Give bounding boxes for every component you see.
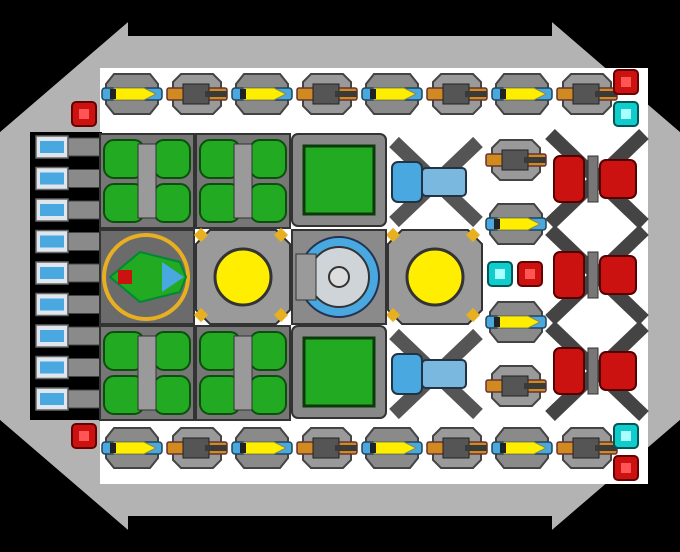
thruster-7[interactable] — [35, 324, 101, 348]
cyan-node-mid[interactable] — [487, 261, 513, 287]
missile-launcher-bottom-3[interactable] — [231, 427, 293, 469]
fuel-tank-3[interactable] — [99, 325, 195, 421]
thruster-1[interactable] — [35, 135, 101, 159]
cannon-turret-top-8[interactable] — [556, 73, 618, 115]
fuel-tank-2[interactable] — [195, 133, 291, 229]
heavy-gun-1[interactable] — [545, 128, 649, 230]
cargo-bay-1[interactable] — [291, 133, 387, 227]
thruster-2[interactable] — [35, 166, 101, 191]
thruster-6[interactable] — [35, 292, 101, 317]
missile-launcher-top-7[interactable] — [491, 73, 553, 115]
cannon-turret-bottom-8[interactable] — [556, 427, 618, 469]
cannon-turret-bottom-4[interactable] — [296, 427, 358, 469]
cannon-turret-right-1[interactable] — [485, 139, 547, 181]
missile-launcher-right-2[interactable] — [485, 203, 547, 245]
fuel-tank-1[interactable] — [99, 133, 195, 229]
missile-launcher-right-3[interactable] — [485, 301, 547, 343]
red-node-bl[interactable] — [71, 423, 97, 449]
reactor-2[interactable] — [385, 227, 483, 325]
heavy-gun-3[interactable] — [545, 320, 649, 422]
hull-notch-tl — [0, 0, 128, 132]
fuel-tank-4[interactable] — [195, 325, 291, 421]
command-module[interactable] — [99, 229, 195, 325]
cannon-turret-top-4[interactable] — [296, 73, 358, 115]
reactor-1[interactable] — [193, 227, 291, 325]
missile-launcher-bottom-5[interactable] — [361, 427, 423, 469]
right-column-weapons — [485, 139, 547, 407]
thruster-5[interactable] — [35, 261, 101, 285]
side-thrusters — [35, 135, 101, 411]
missile-launcher-bottom-7[interactable] — [491, 427, 553, 469]
cyan-node-br1[interactable] — [613, 423, 639, 449]
thruster-3[interactable] — [35, 198, 101, 222]
heavy-gun-2[interactable] — [545, 224, 649, 326]
thruster-9[interactable] — [35, 387, 101, 411]
bottom-weapon-row — [101, 427, 618, 469]
cannon-turret-top-2[interactable] — [166, 73, 228, 115]
top-weapon-row — [101, 73, 618, 115]
shield-core[interactable] — [291, 229, 387, 325]
thruster-4[interactable] — [35, 229, 101, 254]
thruster-8[interactable] — [35, 355, 101, 380]
missile-launcher-bottom-1[interactable] — [101, 427, 163, 469]
missile-launcher-top-1[interactable] — [101, 73, 163, 115]
plasma-cannon-1[interactable] — [389, 136, 483, 228]
red-node-tl[interactable] — [71, 101, 97, 127]
cargo-bay-2[interactable] — [291, 325, 387, 419]
cannon-turret-right-4[interactable] — [485, 365, 547, 407]
plasma-cannon-2[interactable] — [389, 328, 483, 420]
red-node-br2[interactable] — [613, 455, 639, 481]
red-node-tr1[interactable] — [613, 69, 639, 95]
missile-launcher-top-5[interactable] — [361, 73, 423, 115]
missile-launcher-top-3[interactable] — [231, 73, 293, 115]
hull-notch-bl — [0, 420, 128, 552]
cannon-turret-bottom-6[interactable] — [426, 427, 488, 469]
cyan-node-tr2[interactable] — [613, 101, 639, 127]
cannon-turret-top-6[interactable] — [426, 73, 488, 115]
cannon-turret-bottom-2[interactable] — [166, 427, 228, 469]
red-node-mid[interactable] — [517, 261, 543, 287]
